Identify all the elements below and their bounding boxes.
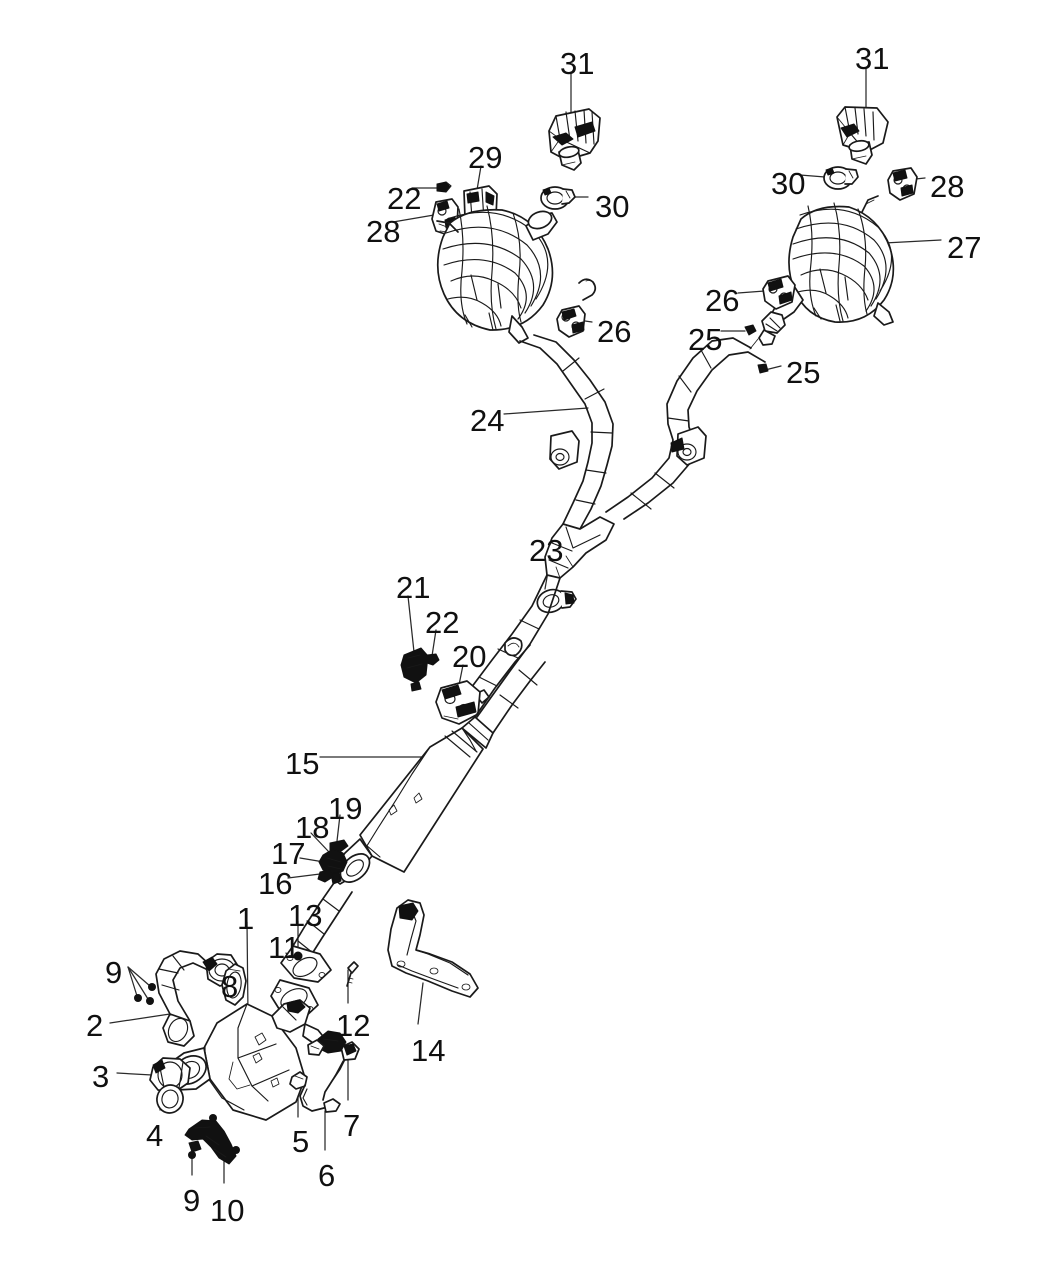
part-25-bolts xyxy=(744,324,769,374)
callout-30-right: 30 xyxy=(771,166,806,201)
part-20-isolator xyxy=(435,680,481,725)
part-14-mounting-bracket xyxy=(387,899,479,998)
callout-13: 13 xyxy=(288,898,323,933)
part-31-left-exhaust-tip xyxy=(548,108,601,171)
callout-26-left: 26 xyxy=(597,314,632,349)
part-16-sensor-nut xyxy=(317,869,334,883)
part-30-right-clamp xyxy=(823,166,859,190)
callout-5: 5 xyxy=(292,1124,310,1159)
part-26-left-isolator xyxy=(556,305,586,338)
callout-28-right: 28 xyxy=(930,169,965,204)
part-18-17-oxygen-sensor xyxy=(318,848,348,885)
callout-30-left: 30 xyxy=(595,189,630,224)
part-upper-clip-cluster xyxy=(307,1030,347,1056)
callout-16: 16 xyxy=(258,866,293,901)
callout-22-upper: 22 xyxy=(387,181,422,216)
callout-24: 24 xyxy=(470,403,505,438)
callout-28-left: 28 xyxy=(366,214,401,249)
callout-1: 1 xyxy=(237,901,255,936)
callout-25-left: 25 xyxy=(688,322,723,357)
callout-18: 18 xyxy=(295,810,330,845)
callout-8: 8 xyxy=(221,969,239,1004)
part-y-junction xyxy=(544,516,615,579)
callout-2: 2 xyxy=(86,1008,104,1043)
part-9-lower-bolts xyxy=(188,1114,240,1159)
callout-21: 21 xyxy=(396,570,431,605)
part-7-sensor-clip xyxy=(322,1041,360,1101)
part-22-upper-nut xyxy=(436,181,452,193)
part-8-exhaust-gasket xyxy=(221,963,247,1006)
callout-25-right: 25 xyxy=(786,355,821,390)
part-left-muffler-body xyxy=(436,205,558,344)
part-mid-pipe xyxy=(457,574,561,718)
part-13-flange-bolt xyxy=(293,951,303,961)
callout-19: 19 xyxy=(328,791,363,826)
part-28-right-isolator xyxy=(887,167,918,201)
callout-4: 4 xyxy=(146,1118,164,1153)
callout-10: 10 xyxy=(210,1193,245,1228)
callout-23: 23 xyxy=(529,533,564,568)
callout-3: 3 xyxy=(92,1059,110,1094)
part-19-sensor-plug xyxy=(329,839,349,853)
callout-26-right: 26 xyxy=(705,283,740,318)
part-26-right-isolator xyxy=(762,275,796,310)
part-9-upper-bolts xyxy=(134,983,156,1005)
part-31-right-exhaust-tip xyxy=(836,106,889,165)
callout-27: 27 xyxy=(947,230,982,265)
part-22-mid-nut xyxy=(426,653,440,666)
part-4-gasket-ring xyxy=(156,1084,184,1114)
part-24-tailpipe-left xyxy=(519,334,614,530)
callout-6: 6 xyxy=(318,1158,336,1193)
callout-17: 17 xyxy=(271,836,306,871)
callout-11: 11 xyxy=(268,930,301,965)
callout-15: 15 xyxy=(285,746,320,781)
callout-20: 20 xyxy=(452,639,487,674)
part-3-pipe-clamp xyxy=(149,1057,191,1093)
callout-7: 7 xyxy=(343,1108,361,1143)
callout-22-mid: 22 xyxy=(425,605,460,640)
callout-31-left: 31 xyxy=(560,46,595,81)
callout-29: 29 xyxy=(468,140,503,175)
part-23-clamp xyxy=(536,588,577,614)
part-10-support-bracket xyxy=(184,1119,237,1165)
part-21-hanger-bracket xyxy=(400,647,429,692)
callout-9-upper: 9 xyxy=(105,955,123,990)
part-27-right-muffler xyxy=(749,195,895,350)
part-30-left-clamp xyxy=(540,186,576,210)
callout-12: 12 xyxy=(336,1008,371,1043)
part-6-sensor-bracket-wire xyxy=(299,1084,341,1113)
part-12-stud-bolt xyxy=(346,961,359,987)
part-26-wire-hanger-left xyxy=(578,278,597,301)
part-25-tailpipe-right xyxy=(605,337,766,520)
callout-14: 14 xyxy=(411,1033,446,1068)
callout-9-lower: 9 xyxy=(183,1183,201,1218)
callout-31-right: 31 xyxy=(855,41,890,76)
